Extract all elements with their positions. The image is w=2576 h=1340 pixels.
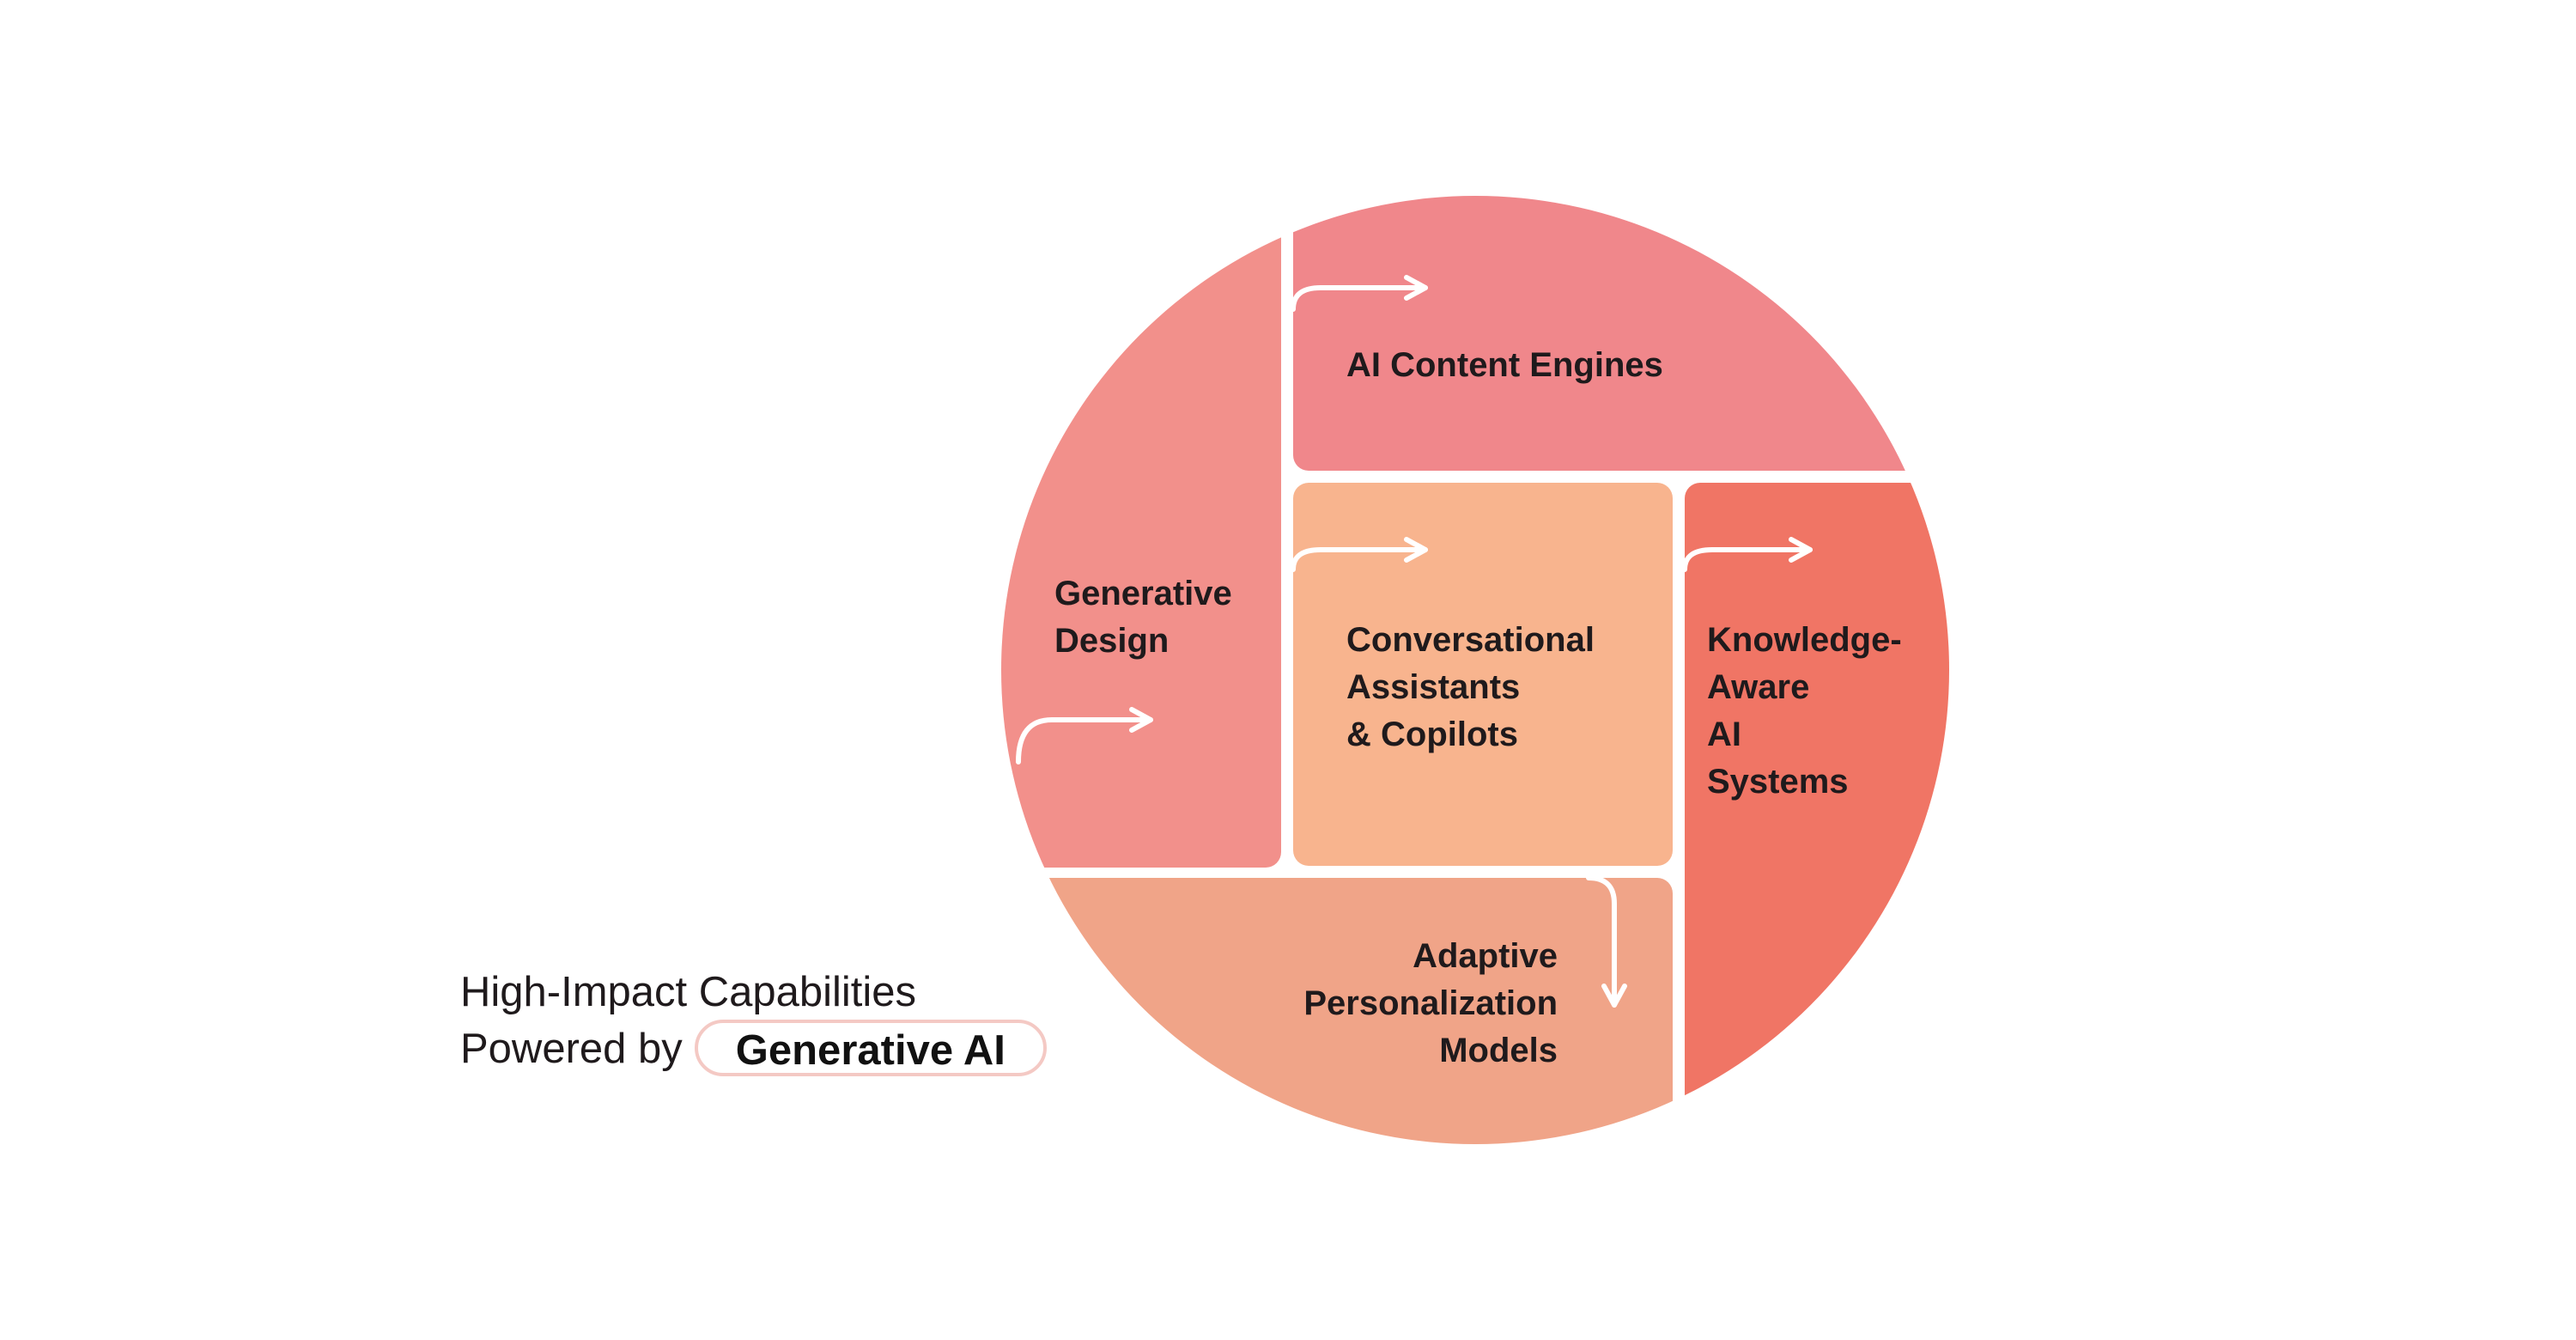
generative-ai-badge: Generative AI	[694, 1020, 1047, 1077]
segment-conversational[interactable]	[1293, 483, 1673, 866]
label-adaptive: Adaptive Personalization Models	[1303, 937, 1558, 1069]
segment-knowledge-aware[interactable]	[1685, 483, 2028, 1340]
label-knowledge-aware: Knowledge- Aware AI Systems	[1707, 621, 1902, 801]
arrow-right-icon	[1291, 537, 1428, 572]
arrow-right-icon	[1682, 537, 1813, 572]
label-content-engines: AI Content Engines	[1346, 346, 1663, 384]
caption-line-1: High-Impact Capabilities	[460, 969, 917, 1015]
label-generative-design: Generative Design	[1054, 575, 1232, 660]
arrow-right-icon	[1016, 707, 1153, 764]
segment-generative-design[interactable]	[945, 172, 1281, 868]
arrow-down-icon	[1586, 875, 1627, 1008]
caption-prefix: Powered by	[460, 1026, 683, 1072]
segment-content-engines[interactable]	[1293, 155, 1929, 471]
arrow-right-icon	[1291, 275, 1428, 312]
label-conversational: Conversational Assistants & Copilots	[1346, 621, 1595, 753]
